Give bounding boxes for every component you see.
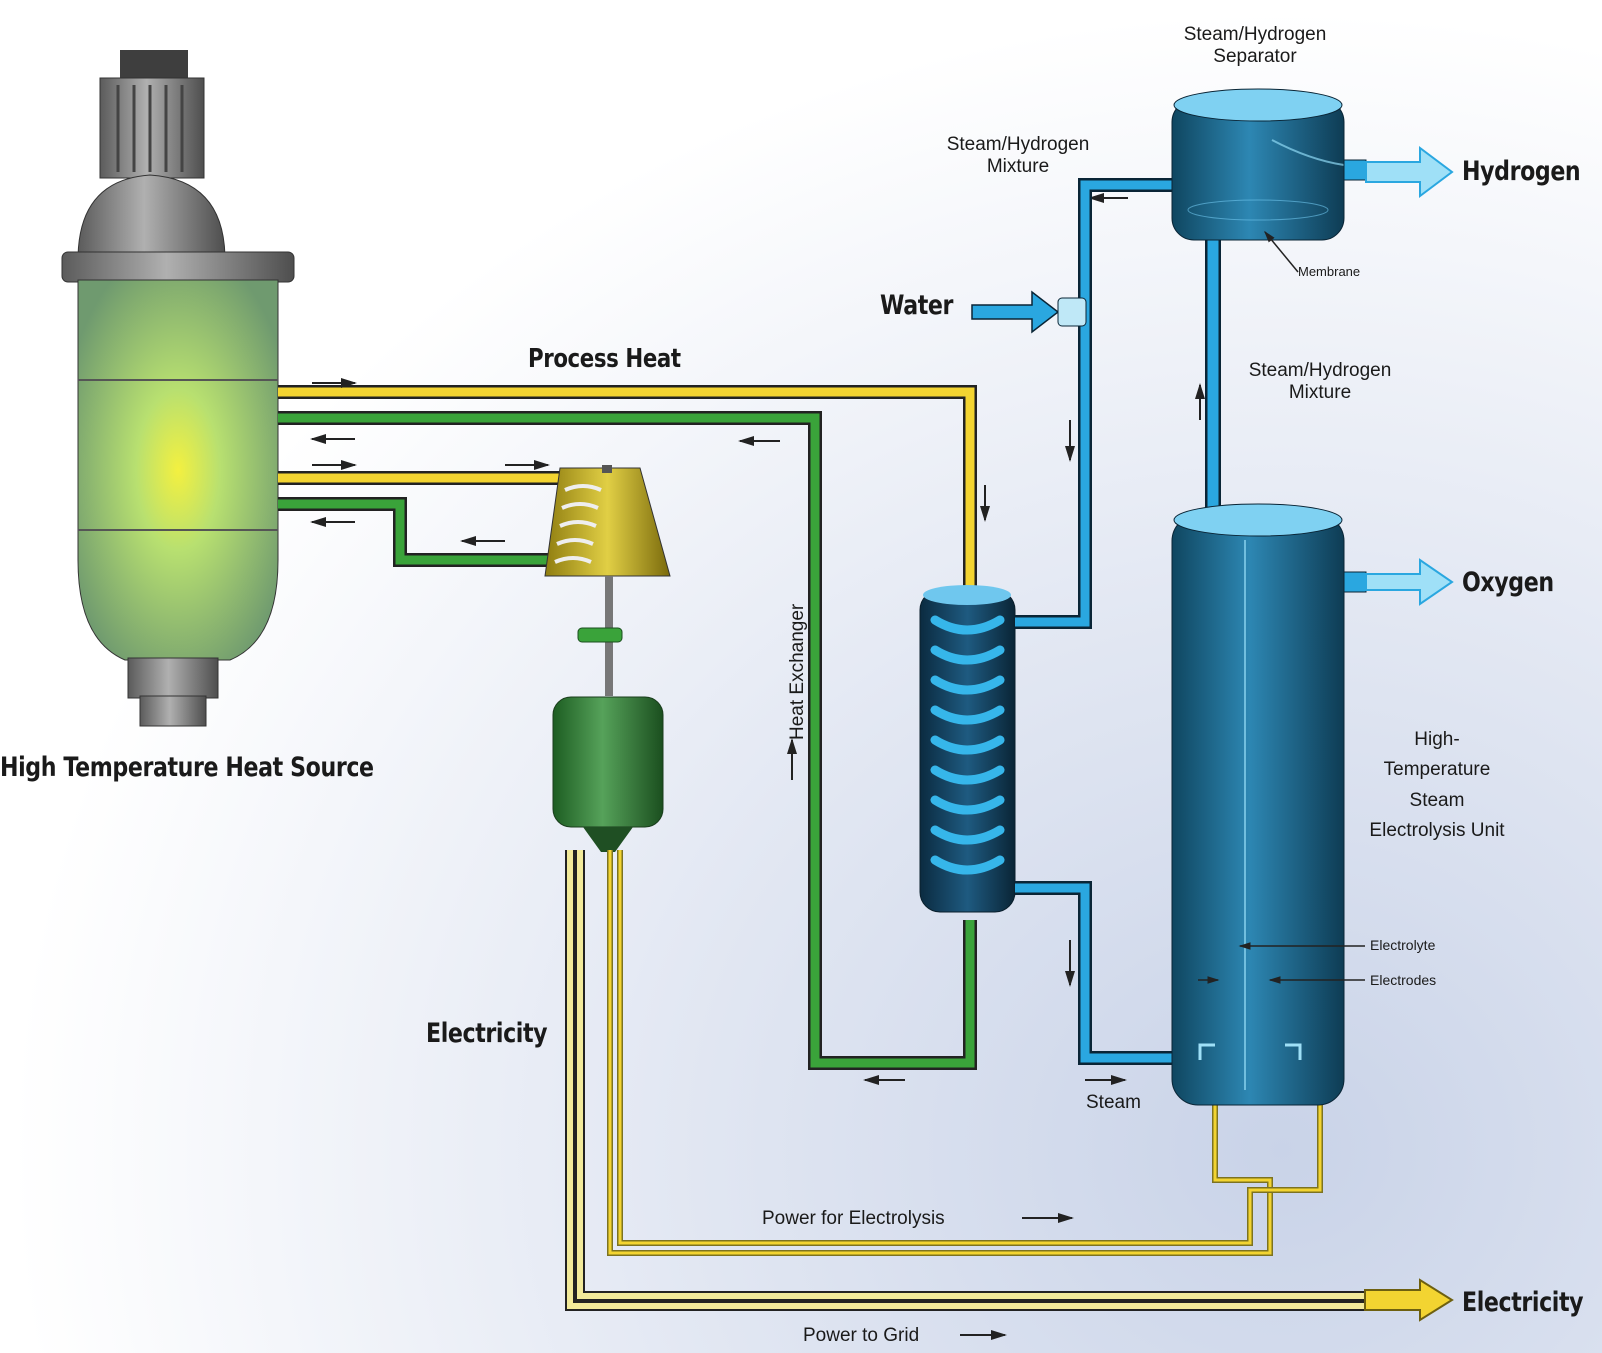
oxygen-label: Oxygen [1462,567,1554,598]
process-heat-label: Process Heat [528,344,681,374]
power-cables [565,850,1365,1311]
membrane-label: Membrane [1298,264,1361,279]
steam-label: Steam [1086,1092,1141,1113]
electrolysis-unit-label: High-Temperature Steam Electrolysis Unit [1369,729,1505,842]
electrolysis-unit [1171,503,1367,1106]
hydrogen-label: Hydrogen [1462,156,1581,187]
heat-source-reactor [61,50,295,727]
process-heat-pipes [278,385,977,1070]
heat-exchanger-label: Heat Exchanger [787,603,808,740]
oxygen-out-arrow [1365,558,1454,606]
mixture-top-label: Steam/Hydrogen Mixture [946,134,1090,177]
generator [552,696,664,852]
electricity-out-label: Electricity [1462,1287,1584,1318]
mixture-mid-label: Steam/Hydrogen Mixture [1248,360,1392,403]
turbine [544,465,671,577]
hydrogen-out-arrow [1365,146,1454,198]
separator-label: Steam/Hydrogen Separator [1183,24,1327,67]
shaft-coupling [577,576,623,696]
steam-hydrogen-separator [1171,88,1367,241]
flow-arrows [310,193,1205,1340]
steam-pipes [1015,178,1221,1065]
callout-lines [1198,230,1365,984]
power-grid-label: Power to Grid [803,1325,920,1346]
electrodes-label: Electrodes [1370,972,1437,988]
water-label: Water [880,290,954,321]
electricity-out-arrow [1364,1278,1454,1322]
power-electrolysis-label: Power for Electrolysis [762,1208,945,1229]
electricity-label: Electricity [426,1018,548,1049]
heat-exchanger [919,585,1016,913]
heat-source-label: High Temperature Heat Source [0,752,374,783]
water-inlet [971,290,1087,334]
electrolyte-label: Electrolyte [1370,937,1436,953]
